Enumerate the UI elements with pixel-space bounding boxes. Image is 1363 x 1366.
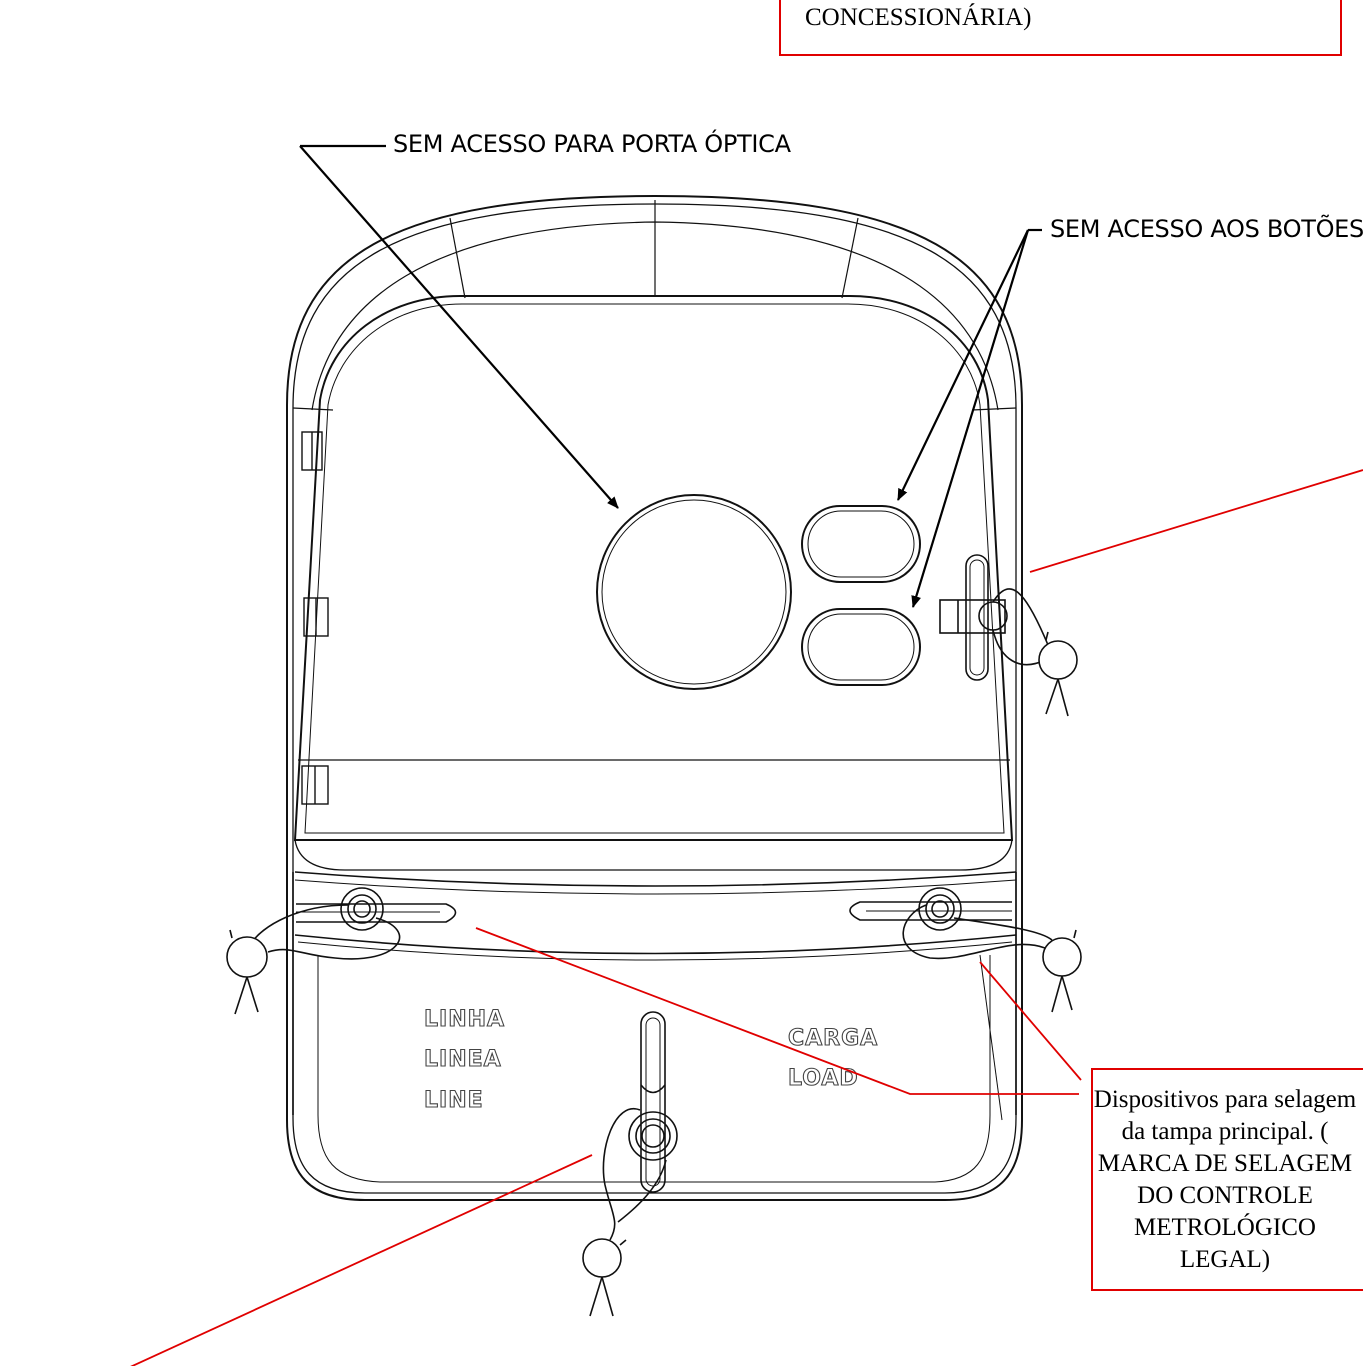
meter-housing xyxy=(286,194,1023,1201)
terminal-cover-band xyxy=(292,871,1017,1115)
left-seal-device xyxy=(226,887,457,1015)
sealing-devices-note-text: Dispositivos para selagem da tampa princ… xyxy=(1093,1086,1357,1273)
callout-arrows xyxy=(299,144,1042,608)
concessionaire-seal-note-box: CONCESSIONÁRIA) xyxy=(779,0,1342,56)
hinge-tabs xyxy=(301,431,329,805)
right-seal-device xyxy=(849,887,1082,1013)
terminal-cover-body xyxy=(317,954,1003,1183)
side-seal xyxy=(939,554,1078,717)
bottom-seal-device xyxy=(582,1011,678,1317)
buttons-callout: SEM ACESSO AOS BOTÕES xyxy=(1050,215,1363,243)
optical-port xyxy=(596,494,792,690)
line-label-2: LINEA xyxy=(424,1047,502,1072)
display-panel xyxy=(293,295,1014,871)
line-label-1: LINHA xyxy=(424,1007,505,1032)
line-label-3: LINE xyxy=(424,1088,484,1113)
sealing-devices-note-box: Dispositivos para selagem da tampa princ… xyxy=(1091,1068,1363,1291)
concessionaire-seal-note-text: CONCESSIONÁRIA) xyxy=(805,4,1032,31)
optical-port-callout: SEM ACESSO PARA PORTA ÓPTICA xyxy=(393,130,791,158)
button-recesses xyxy=(801,505,921,686)
red-leader-lines xyxy=(130,469,1363,1366)
embossed-labels: LINHA LINEA LINE CARGA LOAD xyxy=(423,1006,878,1113)
top-cap-facets xyxy=(292,200,1017,411)
load-label-1: CARGA xyxy=(788,1026,878,1051)
